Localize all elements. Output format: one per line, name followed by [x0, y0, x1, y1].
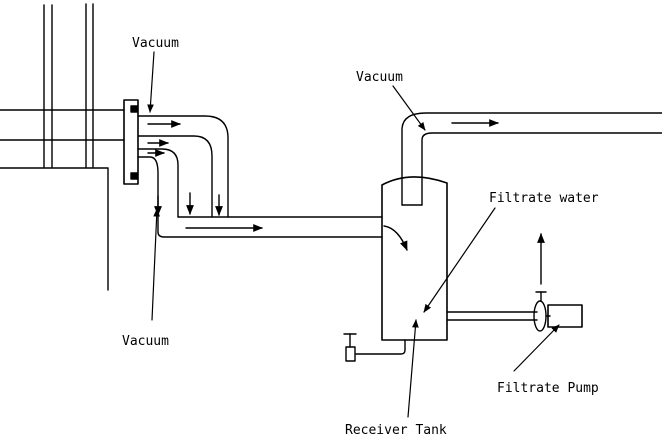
- flange: [123, 99, 139, 185]
- vertical-rods: [43, 3, 94, 168]
- label-vacuum-top-right: Vacuum: [356, 70, 403, 85]
- leader-filtrate-pump: [513, 324, 560, 372]
- filter-vat: [0, 109, 125, 291]
- leader-receiver-tank: [407, 319, 419, 418]
- label-receiver-tank: Receiver Tank: [345, 423, 447, 437]
- filtrate-pump: [533, 291, 583, 332]
- leader-vacuum-top-left: [147, 51, 155, 113]
- vacuum-outlet-pipe: [401, 112, 662, 206]
- leader-lines: [147, 51, 560, 418]
- filtrate-line: [446, 311, 538, 321]
- label-filtrate-pump: Filtrate Pump: [497, 381, 599, 396]
- label-vacuum-top-left: Vacuum: [132, 36, 179, 51]
- flow-arrows: [147, 119, 545, 285]
- leader-vacuum-bottom: [151, 208, 161, 321]
- drain-valve: [343, 333, 406, 362]
- leader-filtrate-water: [423, 207, 496, 313]
- label-filtrate-water: Filtrate water: [489, 191, 599, 206]
- pipe-bundle: [137, 115, 383, 238]
- flow-arrow-tank-inlet: [383, 225, 408, 251]
- receiver-tank: [381, 176, 448, 341]
- label-vacuum-bottom: Vacuum: [122, 334, 169, 349]
- leader-vacuum-top-right: [392, 85, 426, 131]
